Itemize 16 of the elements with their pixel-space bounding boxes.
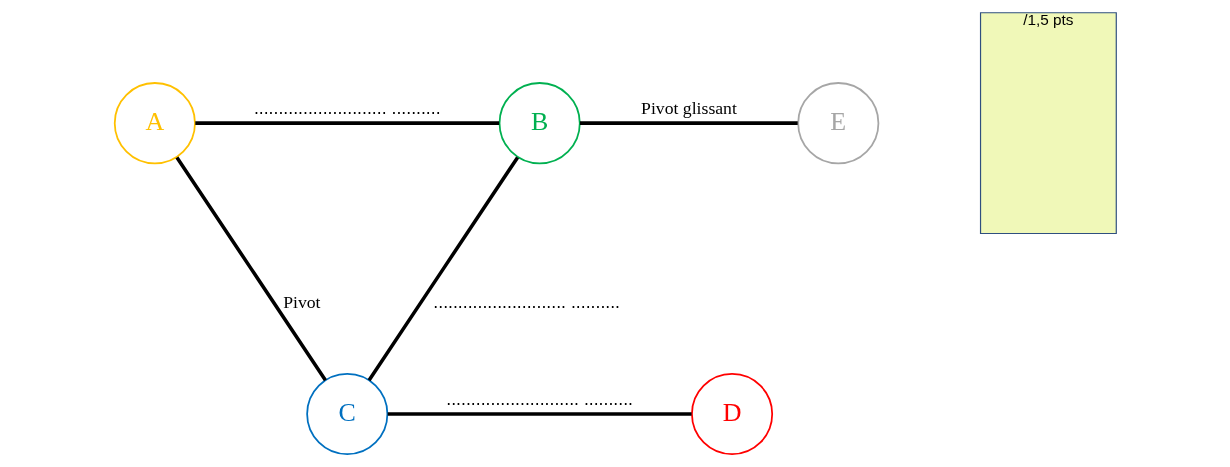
connector bbox=[387, 412, 692, 416]
edge-label: Pivot glissant bbox=[640, 97, 737, 118]
edge-label: ........................... .......... bbox=[445, 388, 633, 409]
node-box: /1,5 pts bbox=[979, 12, 1117, 235]
edge-label: ........................... .......... bbox=[253, 97, 441, 118]
edge-label: Pivot bbox=[282, 291, 320, 312]
node-circle: C bbox=[305, 373, 388, 456]
node-circle: D bbox=[690, 373, 773, 456]
node-circle: B bbox=[498, 82, 581, 165]
node-circle: E bbox=[796, 82, 879, 165]
edge-label: ........................... .......... bbox=[432, 291, 620, 312]
node-circle: A bbox=[113, 82, 196, 165]
connector bbox=[174, 156, 327, 382]
connector bbox=[194, 121, 499, 125]
connector bbox=[367, 156, 519, 382]
connector bbox=[579, 121, 798, 125]
